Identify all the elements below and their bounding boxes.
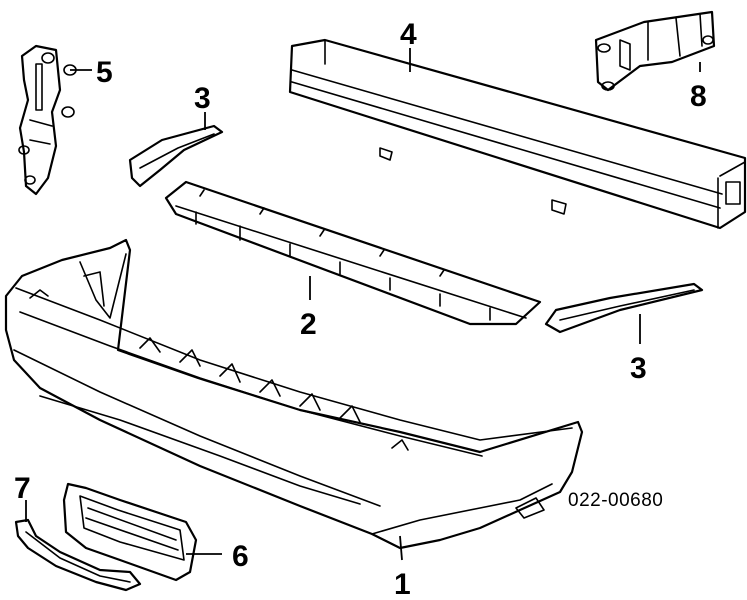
callout-1: 1 [394, 568, 411, 600]
callout-6: 6 [232, 540, 249, 573]
bumper-cover [4, 238, 584, 550]
lower-strip [14, 518, 142, 592]
callout-4: 4 [400, 18, 417, 51]
right-mounting-bracket [594, 10, 716, 92]
left-mounting-bracket [18, 44, 77, 196]
callout-8: 8 [690, 80, 707, 113]
callout-3-left: 3 [194, 82, 211, 115]
callout-7: 7 [14, 472, 31, 505]
lower-grille [62, 482, 198, 582]
diagram-reference-number: 022-00680 [568, 490, 663, 511]
impact-absorber [164, 180, 542, 326]
right-bumper-filler [544, 282, 704, 334]
callout-3-right: 3 [630, 352, 647, 385]
bumper-reinforcement [288, 38, 747, 230]
leader-lines [25, 48, 701, 561]
callout-2: 2 [300, 308, 317, 341]
left-bumper-filler [128, 124, 224, 188]
callout-5: 5 [96, 56, 113, 89]
